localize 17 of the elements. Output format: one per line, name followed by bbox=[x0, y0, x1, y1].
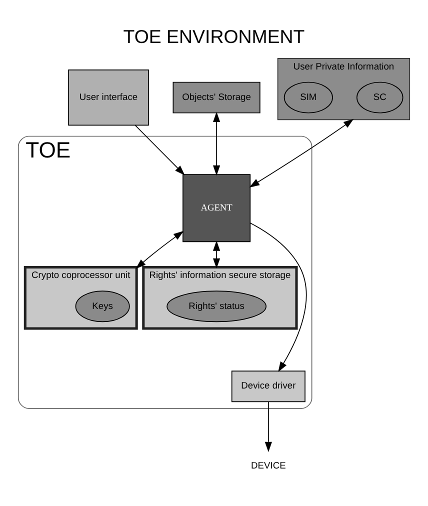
arrow bbox=[134, 124, 185, 176]
node-box: AGENT bbox=[182, 174, 251, 242]
diagram-title: TOE ENVIRONMENT bbox=[123, 26, 305, 47]
arrow bbox=[250, 222, 307, 372]
node-ellipse: SC bbox=[356, 82, 404, 114]
node-ellipse: SIM bbox=[284, 82, 333, 114]
node-text: DEVICE bbox=[251, 460, 286, 471]
arrow bbox=[249, 118, 354, 188]
arrow bbox=[212, 240, 220, 269]
node-box: Objects' Storage bbox=[172, 82, 260, 114]
node-ellipse: Rights' status bbox=[166, 290, 266, 322]
arrow bbox=[212, 112, 220, 176]
node-ellipse: Keys bbox=[75, 290, 130, 322]
node-box: Device driver bbox=[231, 370, 306, 402]
arrow bbox=[264, 401, 272, 452]
arrow bbox=[136, 230, 184, 269]
node-box: User interface bbox=[68, 69, 149, 126]
